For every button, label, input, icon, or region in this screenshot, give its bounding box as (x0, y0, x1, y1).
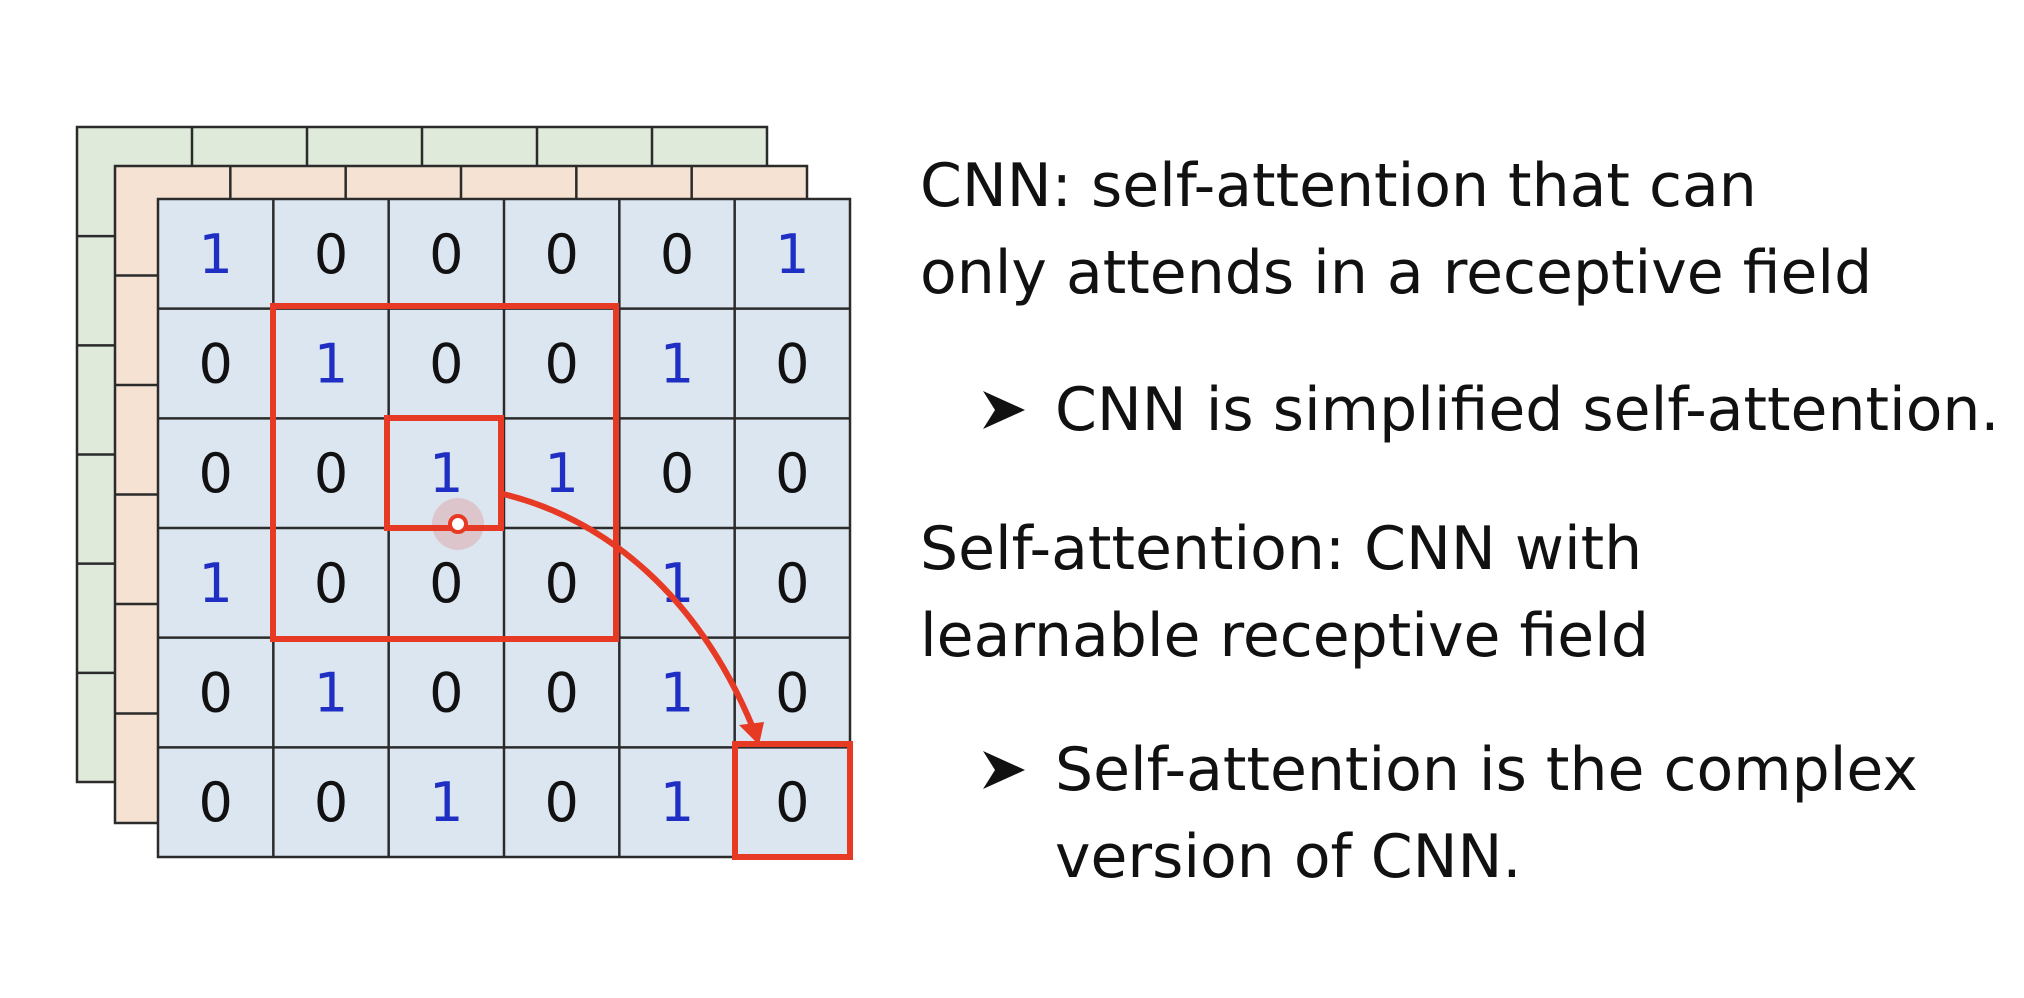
grid-cell-value: 1 (660, 771, 694, 834)
grid-cell-value: 1 (775, 223, 809, 286)
grid-cell-value: 1 (314, 333, 348, 396)
grid-cell-value: 0 (660, 442, 694, 505)
cursor-dot (448, 514, 468, 534)
grid-cell-value: 0 (429, 552, 463, 615)
mapping-arrow (502, 491, 756, 730)
cnn-definition-line-2: only attends in a receptive field (920, 238, 1873, 308)
grid-cell-value: 0 (429, 333, 463, 396)
receptive-field-highlights (270, 303, 853, 860)
grid-cell-value: 1 (198, 223, 232, 286)
center-cell-box (384, 415, 504, 531)
grid-cell-value: 0 (775, 333, 809, 396)
grid-cell-value: 0 (775, 552, 809, 615)
grid-cell-value: 0 (544, 333, 578, 396)
grid-cell-value: 0 (314, 223, 348, 286)
grid-cell-value: 0 (660, 223, 694, 286)
grid-cell-value: 0 (544, 223, 578, 286)
grid-cell-value: 0 (775, 662, 809, 725)
arrow-bullet-icon (983, 391, 1025, 429)
grid-cell-value: 0 (198, 662, 232, 725)
bullet-self-attention-complex-line-1: Self-attention is the complex (1055, 735, 1918, 805)
grid-cell-value: 0 (429, 223, 463, 286)
grid-cell-value: 1 (429, 771, 463, 834)
grid-cell-value: 0 (314, 771, 348, 834)
self-attention-definition: Self-attention: CNN with learnable recep… (920, 506, 1649, 680)
grid-cell-value: 0 (775, 771, 809, 834)
grid-cell-value: 1 (544, 442, 578, 505)
bullet-cnn-simplified-text: CNN is simplified self-attention. (1055, 375, 2000, 445)
mapping-arrowhead (739, 722, 764, 745)
grid-cell-value: 1 (429, 442, 463, 505)
grid-cell-value: 0 (198, 333, 232, 396)
self-attention-definition-line-2: learnable receptive field (920, 601, 1649, 671)
bullet-self-attention-complex-line-2: version of CNN. (1055, 822, 1522, 892)
grid-cell-value: 0 (314, 552, 348, 615)
grid-cell-value: 0 (544, 552, 578, 615)
grid-cell-value: 0 (544, 771, 578, 834)
cnn-definition: CNN: self-attention that can only attend… (920, 143, 1872, 317)
grid-cell-value: 0 (198, 442, 232, 505)
grid-cell-value: 1 (660, 333, 694, 396)
grid-cell-value: 0 (775, 442, 809, 505)
cnn-definition-line-1: CNN: self-attention that can (920, 151, 1757, 221)
self-attention-definition-line-1: Self-attention: CNN with (920, 514, 1643, 584)
grid-cell-value: 0 (198, 771, 232, 834)
grid-cell-value: 0 (544, 662, 578, 725)
grid-cell-value: 1 (198, 552, 232, 615)
arrow-bullet-icon (983, 751, 1025, 789)
grid-cell-value: 1 (314, 662, 348, 725)
grid-cell-value: 1 (660, 662, 694, 725)
grid-cell-value: 0 (314, 442, 348, 505)
output-cell-box (732, 741, 853, 860)
grid-cell-value: 0 (429, 662, 463, 725)
receptive-field-box (270, 303, 619, 642)
